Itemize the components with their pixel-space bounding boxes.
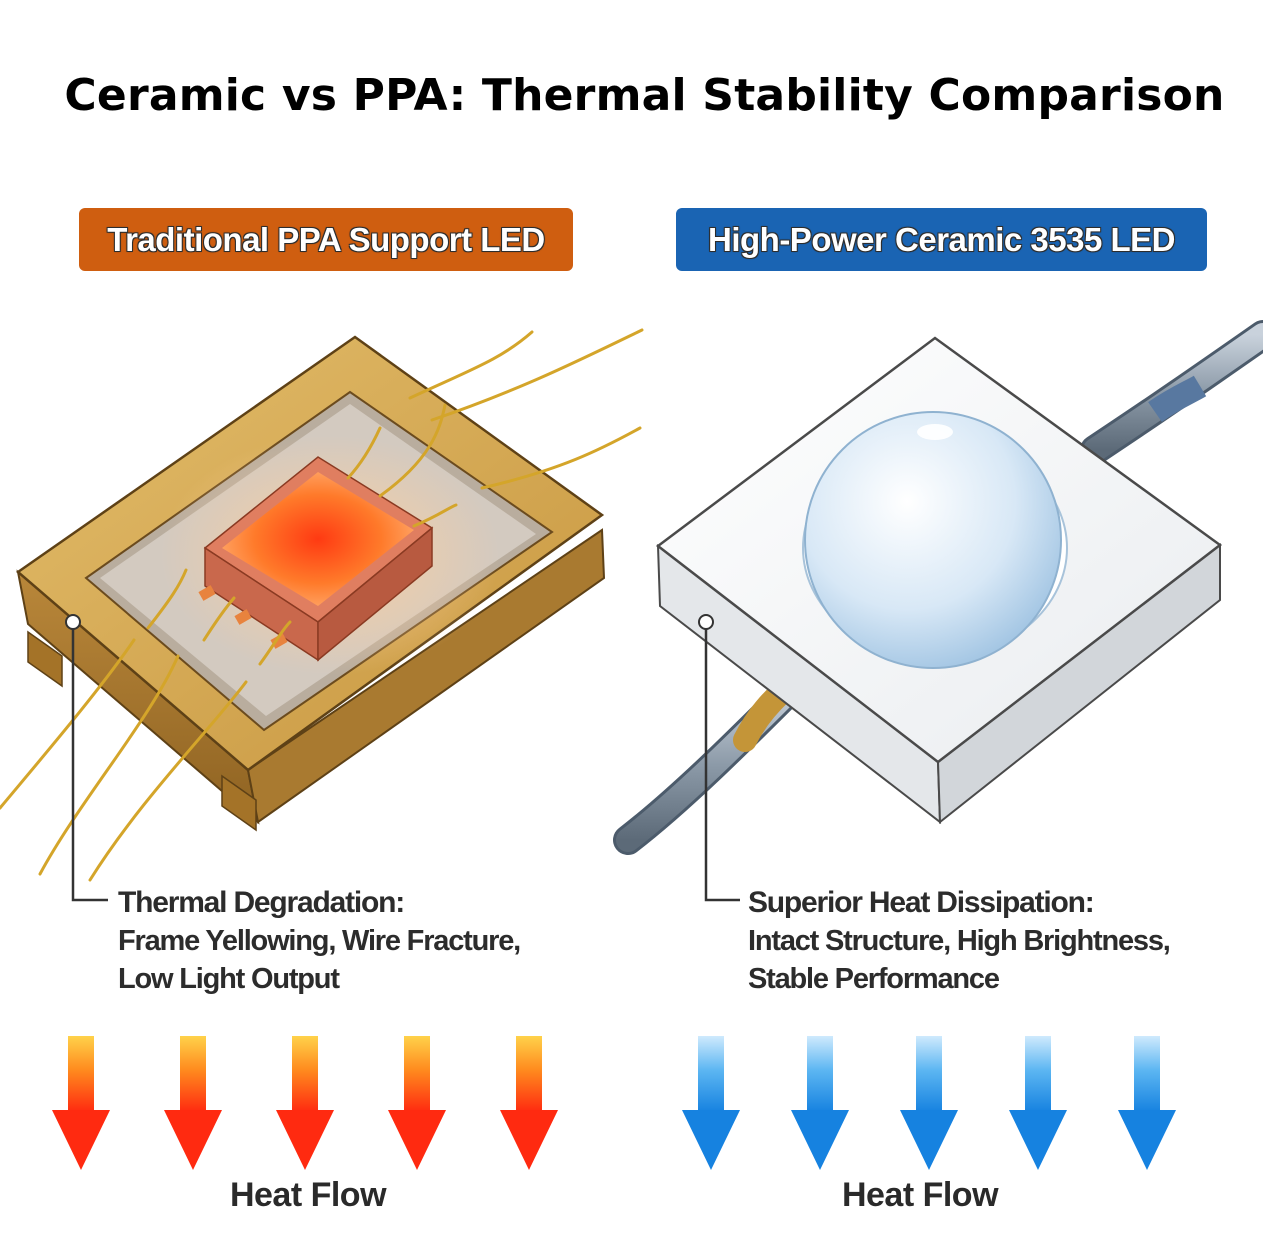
- heat-arrow-down-icon: [1009, 1036, 1067, 1170]
- ceramic-heat-arrows: [682, 1036, 1176, 1170]
- heat-arrow-down-icon: [900, 1036, 958, 1170]
- ceramic-callout-line: Stable Performance: [748, 963, 1000, 995]
- page-title: Ceramic vs PPA: Thermal Stability Compar…: [64, 70, 1225, 121]
- heat-arrow-down-icon: [791, 1036, 849, 1170]
- ppa-led-illustration: [0, 328, 644, 902]
- ceramic-callout-line: Intact Structure, High Brightness,: [748, 925, 1171, 957]
- ceramic-led-badge: High-Power Ceramic 3535 LED: [676, 208, 1207, 271]
- ppa-callout-line: Frame Yellowing, Wire Fracture,: [118, 925, 521, 957]
- ppa-callout-line: Low Light Output: [118, 963, 340, 995]
- ppa-heat-arrows: [52, 1036, 558, 1170]
- ppa-heat-flow-label: Heat Flow: [229, 1176, 387, 1214]
- heat-arrow-down-icon: [500, 1036, 558, 1170]
- heat-arrow-down-icon: [388, 1036, 446, 1170]
- ppa-led-badge: Traditional PPA Support LED: [79, 208, 573, 271]
- ceramic-callout-heading: Superior Heat Dissipation:: [748, 886, 1095, 919]
- heat-arrow-down-icon: [682, 1036, 740, 1170]
- ppa-callout-heading: Thermal Degradation:: [118, 886, 405, 919]
- ceramic-led-illustration: [613, 320, 1263, 902]
- heat-arrow-down-icon: [1118, 1036, 1176, 1170]
- ceramic-callout: Superior Heat Dissipation: Intact Struct…: [748, 884, 1248, 998]
- heat-arrow-down-icon: [164, 1036, 222, 1170]
- heat-arrow-down-icon: [52, 1036, 110, 1170]
- heat-arrow-down-icon: [276, 1036, 334, 1170]
- ceramic-heat-flow-label: Heat Flow: [841, 1176, 999, 1214]
- ppa-callout: Thermal Degradation: Frame Yellowing, Wi…: [118, 884, 588, 998]
